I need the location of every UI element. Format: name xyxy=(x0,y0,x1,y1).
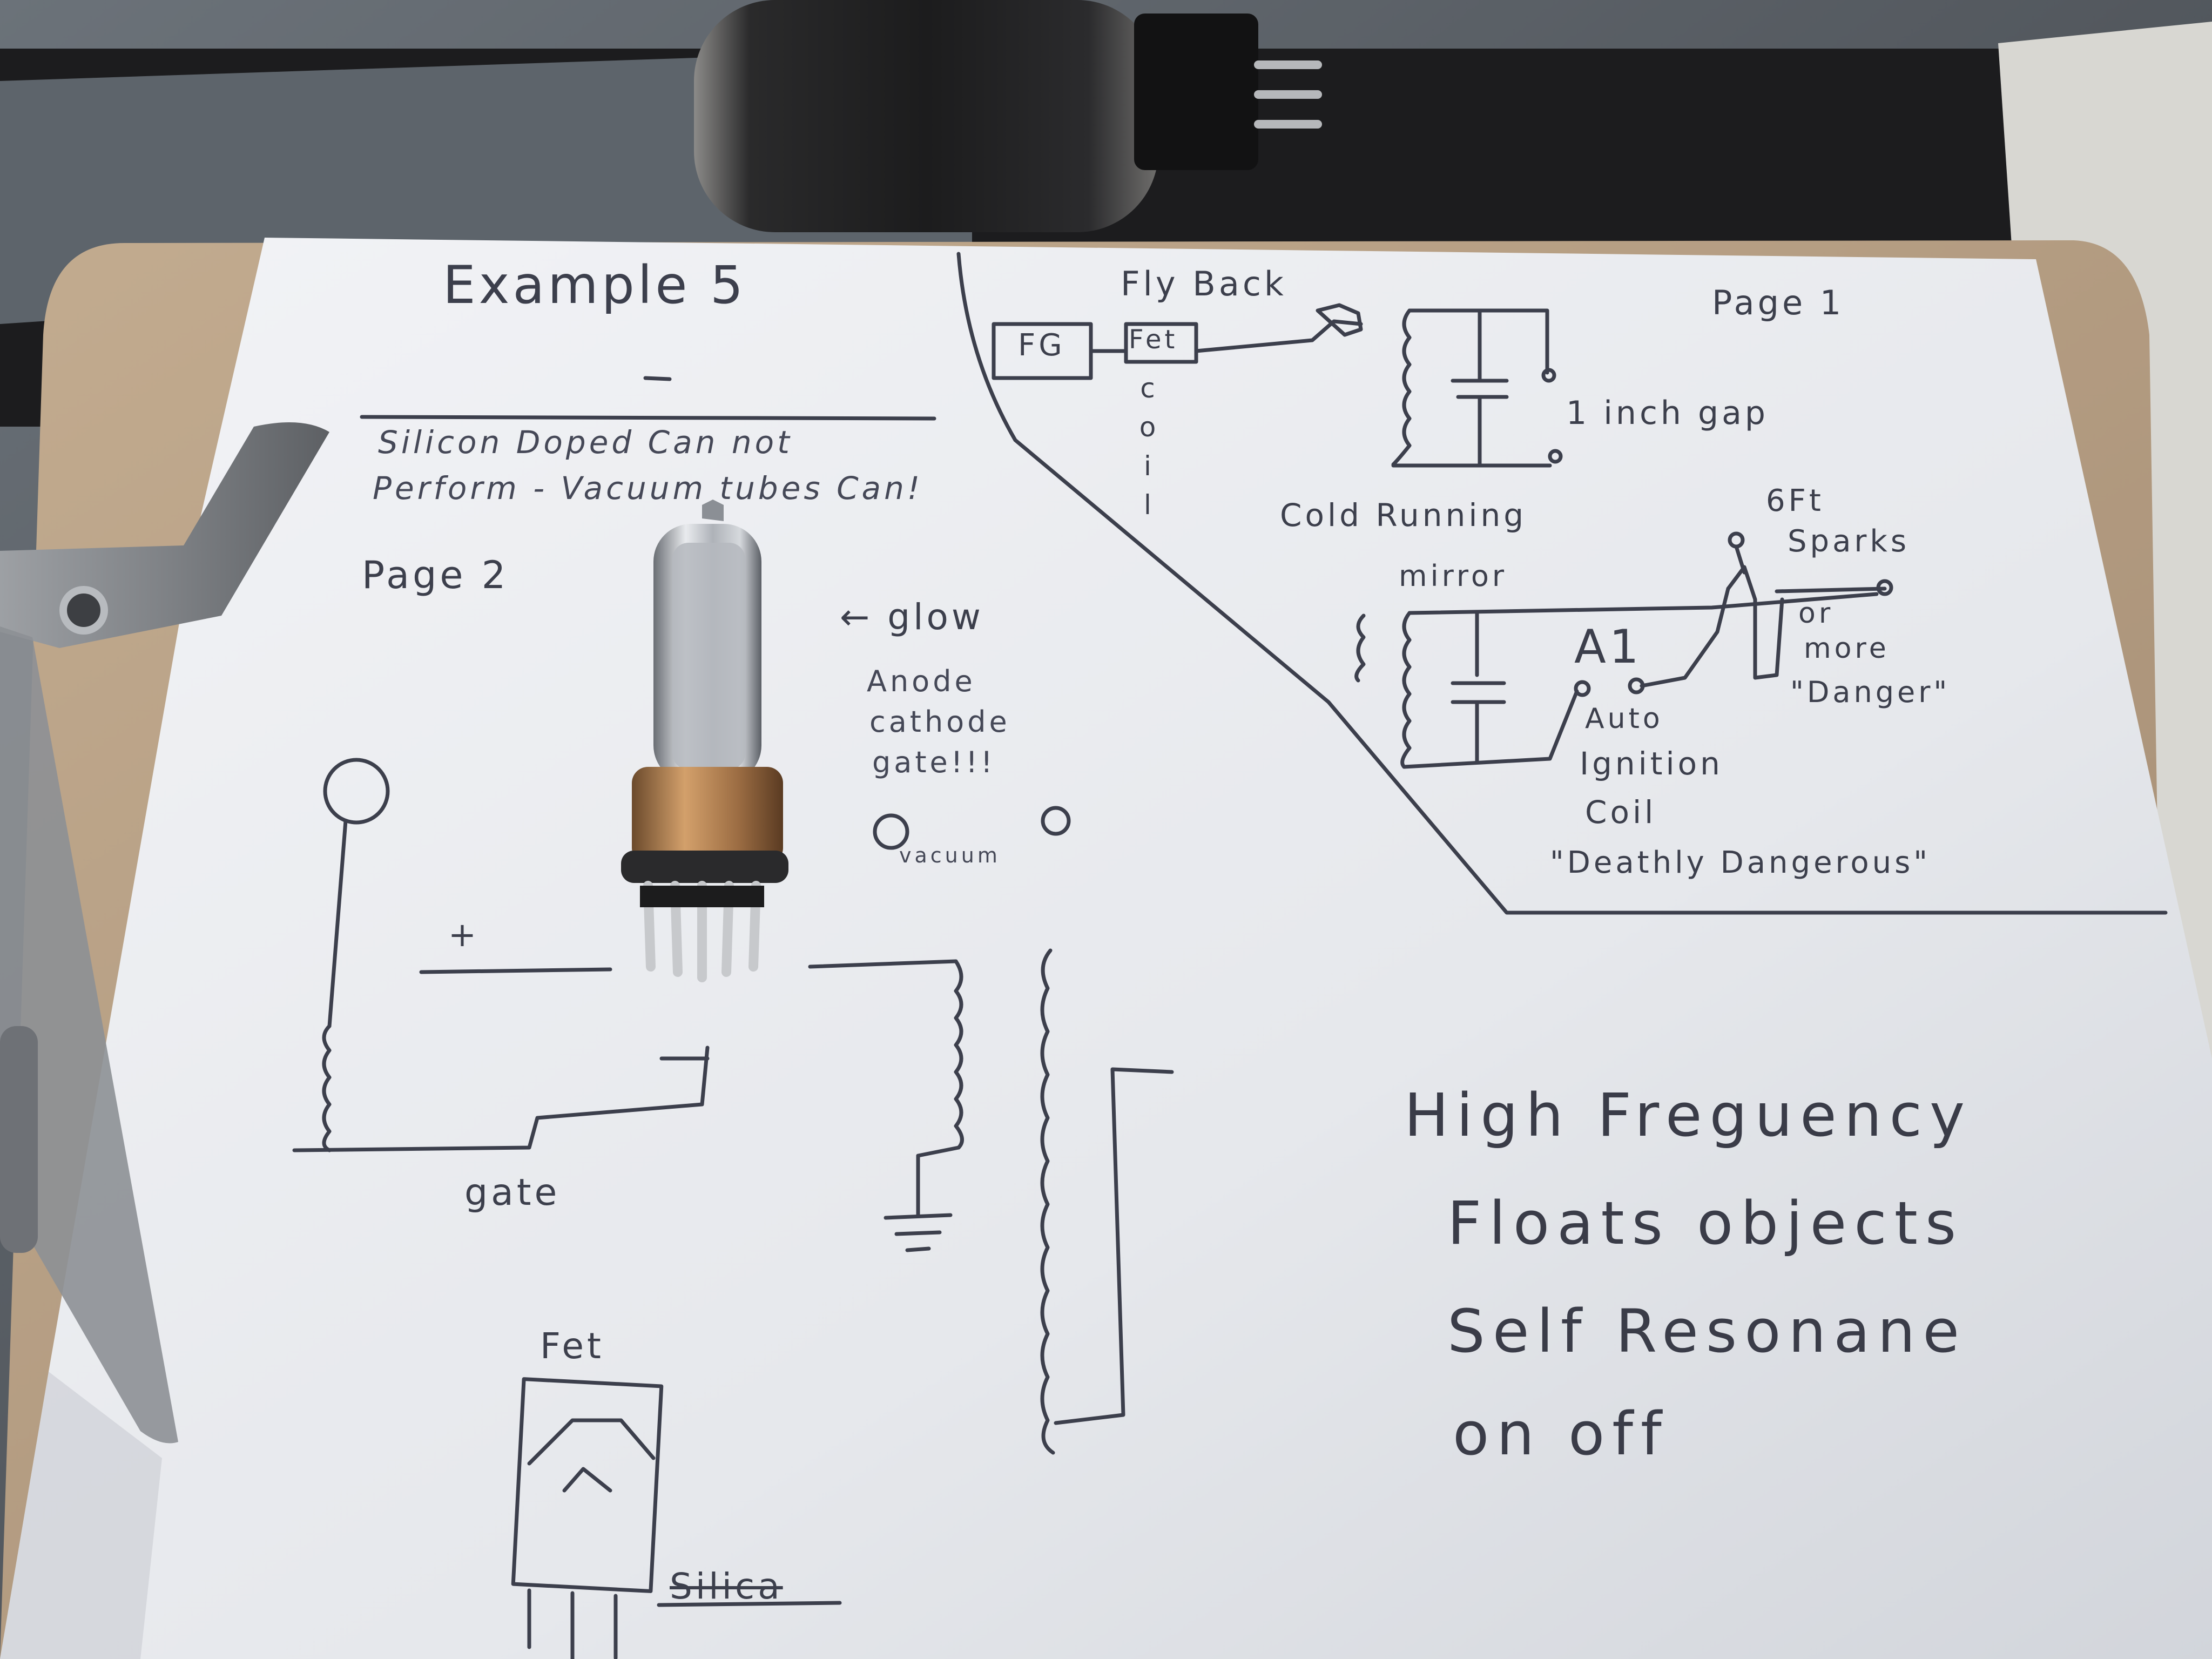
gap-label: 1 inch gap xyxy=(1566,394,1769,432)
page-1-label: Page 1 xyxy=(1712,283,1845,322)
sparks-label: Sparks xyxy=(1788,524,1910,559)
large-vacuum-tube-base xyxy=(1134,14,1258,170)
danger-label: "Danger" xyxy=(1790,675,1951,709)
cathode-label: cathode xyxy=(869,705,1010,739)
high-frequency-line-2: Floats objects xyxy=(1447,1189,1964,1258)
coil-vertical-label: coil xyxy=(1132,373,1163,528)
paper-sheet xyxy=(0,238,2212,1659)
silicon-note-line-1: Silicon Doped Can not xyxy=(378,424,793,461)
vacuum-label: vacuum xyxy=(899,844,1001,867)
clip-spring xyxy=(0,1026,38,1253)
auto-label: Auto xyxy=(1585,703,1663,735)
fet-box-label: Fet xyxy=(1129,325,1178,355)
fg-box-label: FG xyxy=(1018,328,1065,363)
silicon-note-line-2: Perform - Vacuum tubes Can! xyxy=(373,470,923,507)
sparks-6ft-label: 6Ft xyxy=(1766,483,1824,518)
mirror-label: mirror xyxy=(1399,559,1508,593)
silica-struck-label: Silica xyxy=(670,1566,783,1607)
or-label: or xyxy=(1798,597,1834,630)
large-vacuum-tube-pins xyxy=(1254,60,1322,129)
ignition-label: Ignition xyxy=(1580,745,1723,782)
title-example-5: Example 5 xyxy=(443,255,747,315)
gate-exclamation-label: gate!!! xyxy=(872,745,996,779)
ink-sketches xyxy=(292,252,2168,1659)
a1-label: A1 xyxy=(1574,620,1642,674)
gate-label: gate xyxy=(464,1171,561,1214)
anode-label: Anode xyxy=(867,664,976,698)
flyback-label: Fly Back xyxy=(1121,264,1287,304)
high-frequency-line-4: on off xyxy=(1453,1399,1669,1468)
page-2-label: Page 2 xyxy=(362,553,509,597)
large-vacuum-tube-glass xyxy=(694,0,1158,232)
coil-label: Coil xyxy=(1585,794,1657,831)
clip-rivet xyxy=(59,586,108,635)
paper-shadow xyxy=(0,1372,162,1659)
clip-arm xyxy=(0,626,178,1444)
fet-bottom-label: Fet xyxy=(540,1325,604,1367)
more-label: more xyxy=(1804,632,1890,665)
glow-label: ← glow xyxy=(840,596,984,638)
plus-label: + xyxy=(448,915,480,954)
cold-running-label: Cold Running xyxy=(1280,497,1527,534)
high-frequency-line-1: High Freguency xyxy=(1404,1081,1973,1150)
deathly-dangerous-label: "Deathly Dangerous" xyxy=(1550,845,1931,880)
small-vacuum-tube xyxy=(621,500,788,982)
high-frequency-line-3: Self Resonane xyxy=(1447,1297,1967,1366)
